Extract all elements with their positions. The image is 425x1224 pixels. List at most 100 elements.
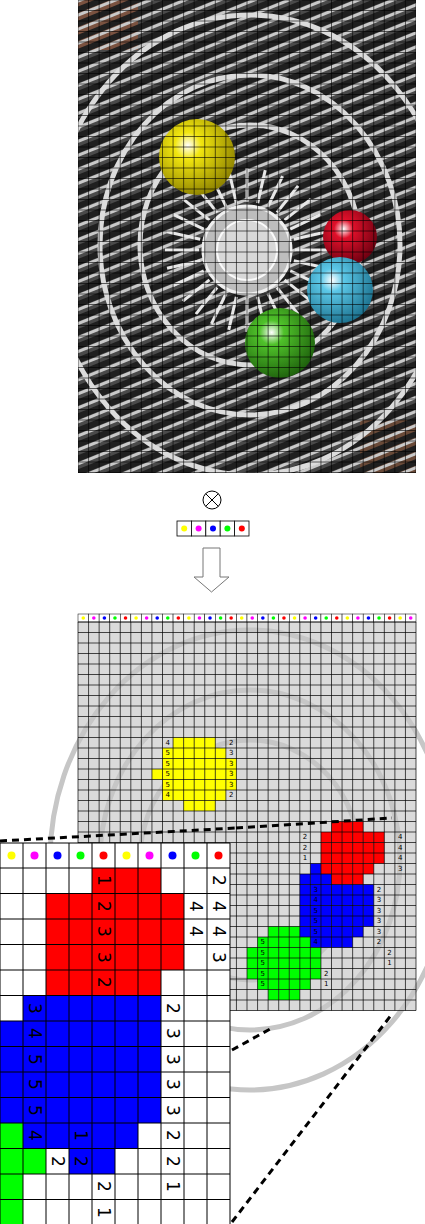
blob-cell — [321, 832, 332, 843]
color-dot — [198, 616, 202, 620]
blob-cell — [300, 916, 311, 927]
blob-cell — [92, 868, 115, 894]
cell-value: 3 — [161, 1047, 184, 1073]
otimes-symbol — [203, 491, 221, 509]
blob-cell — [46, 1047, 69, 1073]
cell-number: 3 — [164, 1105, 181, 1116]
grid-line — [268, 622, 269, 1011]
blob-cell — [353, 864, 364, 875]
blob-cell — [215, 769, 226, 780]
blob-cell — [138, 996, 161, 1022]
color-dot — [196, 526, 202, 532]
vector-cell — [177, 521, 191, 536]
grid-line — [78, 653, 416, 654]
blob-cell — [69, 1098, 92, 1124]
blob-cell — [46, 1021, 69, 1047]
color-dot — [134, 616, 138, 620]
blob-cell — [0, 1200, 23, 1224]
grid-line — [109, 0, 110, 473]
vector-cell — [220, 521, 234, 536]
cell-number: 2 — [49, 1156, 66, 1167]
grid-line — [352, 0, 353, 473]
blob-cell — [353, 916, 364, 927]
blob-cell — [115, 1098, 138, 1124]
blob-cell — [115, 919, 138, 945]
blob-cell — [92, 919, 115, 945]
blob-cell — [310, 874, 321, 885]
blob-cell — [363, 864, 374, 875]
blob-cell — [184, 748, 195, 759]
cell-number: 2 — [210, 875, 227, 886]
cell-number: 1 — [95, 1207, 112, 1218]
color-dot — [77, 852, 85, 860]
grid-line — [299, 0, 300, 473]
grid-line — [78, 685, 416, 686]
grid-line — [78, 674, 416, 675]
grid-line — [0, 1021, 230, 1022]
grid-line — [78, 420, 416, 421]
grid-line — [78, 643, 416, 644]
grid-line — [78, 94, 416, 95]
blob-cell — [353, 885, 364, 896]
blob-cell — [332, 906, 343, 917]
blob-cell — [215, 790, 226, 801]
cell-value: 2 — [69, 1149, 92, 1175]
cell-value-column: 2 1 — [321, 969, 332, 990]
blob-cell — [92, 1149, 115, 1175]
blob-cell — [0, 1047, 23, 1073]
cell-value: 4 — [184, 919, 207, 945]
grid-line — [78, 21, 416, 22]
blob-cell — [268, 948, 279, 959]
header-cell — [141, 614, 152, 622]
grid-line — [78, 0, 416, 1]
spoke — [285, 199, 312, 220]
header-cell — [215, 614, 226, 622]
grid-line — [78, 115, 416, 116]
grid-line — [384, 622, 385, 1011]
grid-line — [78, 800, 416, 801]
cell-number: 2 — [95, 901, 112, 912]
blob-cell — [115, 945, 138, 971]
zoom-line — [236, 818, 392, 828]
blob-cell — [46, 1072, 69, 1098]
blob-cell — [69, 919, 92, 945]
grid-line — [151, 0, 152, 473]
grid-line — [257, 0, 258, 473]
grid-line — [331, 0, 332, 473]
blob-cell — [279, 979, 290, 990]
header-cell — [78, 614, 89, 622]
cell-value: 5 — [23, 1072, 46, 1098]
blob-cell — [321, 916, 332, 927]
blob-cell — [300, 895, 311, 906]
grid-line — [0, 944, 230, 945]
cell-value: 2 — [161, 1123, 184, 1149]
grid-line — [289, 622, 290, 1011]
cell-value: 1 — [69, 1123, 92, 1149]
blob-cell — [342, 906, 353, 917]
blob-cell — [184, 801, 195, 812]
header-cell — [152, 614, 163, 622]
blob-cell — [173, 738, 184, 749]
blob-cell — [92, 1021, 115, 1047]
grid-line — [236, 0, 237, 473]
blob-cell — [194, 801, 205, 812]
blob-cell — [258, 937, 269, 948]
blob-cell — [289, 937, 300, 948]
grid-line — [384, 0, 385, 473]
blob-cell — [194, 748, 205, 759]
header-cell — [89, 614, 100, 622]
zoom-line — [232, 1028, 272, 1050]
blob-cell — [300, 885, 311, 896]
blob-cell — [194, 780, 205, 791]
vector-cell — [191, 521, 205, 536]
blob-cell — [321, 885, 332, 896]
blob-cell — [173, 790, 184, 801]
header-cell — [110, 614, 121, 622]
grid-line — [215, 0, 216, 473]
blob-cell — [161, 894, 184, 920]
ball — [159, 119, 235, 195]
blob-cell — [363, 885, 374, 896]
blob-cell — [342, 864, 353, 875]
spoke — [196, 288, 217, 315]
cell-value-column: 2 3 3 3 3 2 — [226, 738, 237, 801]
